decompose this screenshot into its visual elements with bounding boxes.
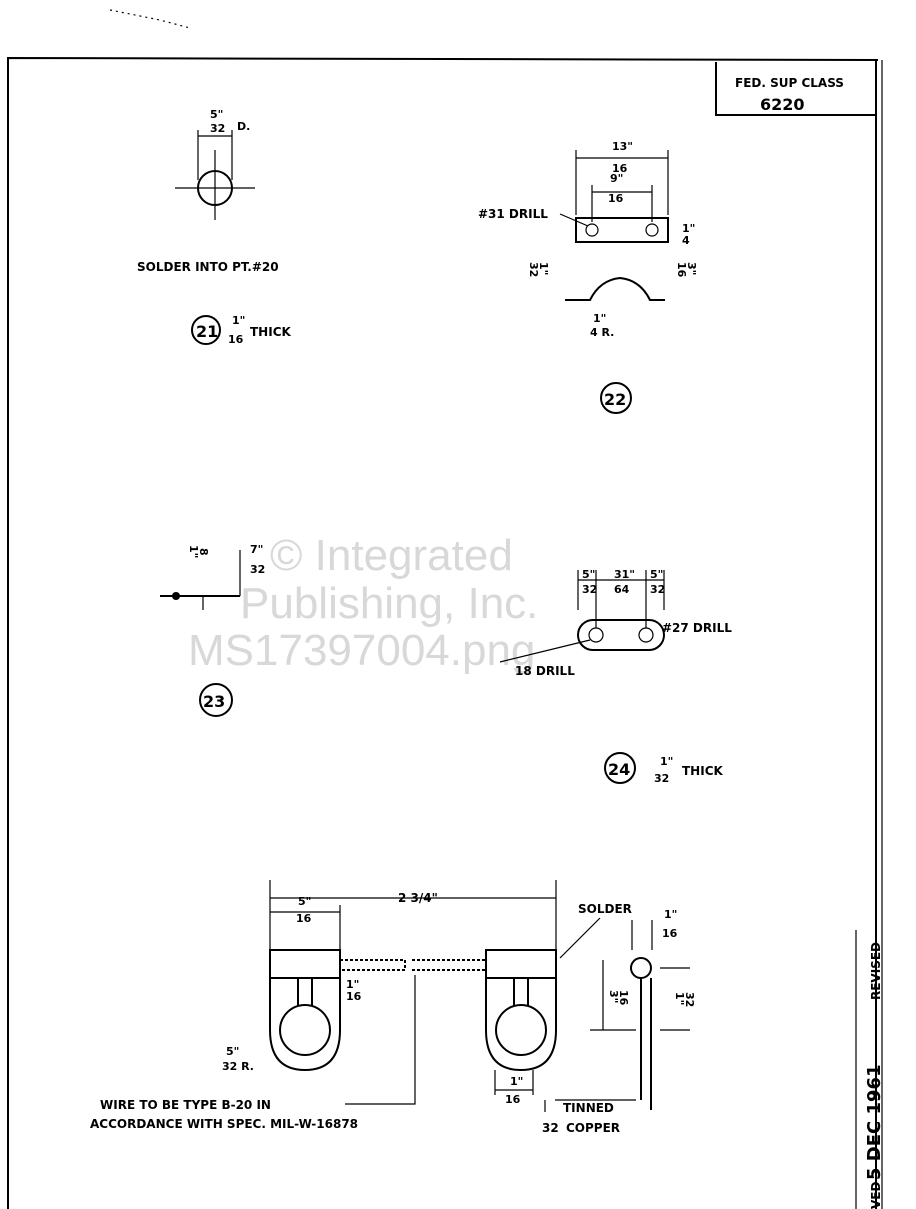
dim-den: 16 [617,990,630,1006]
revision-date: 5 DEC 1961 [864,1064,885,1180]
dim-den: 32 [683,992,696,1007]
dim-num: 7" [250,543,263,556]
drill-note-18: 18 DRILL [515,664,575,678]
drill-note-27: #27 DRILL [662,621,732,635]
dim-num: 31" [614,568,635,581]
dim-den: 32 [582,583,597,596]
watermark: © Integrated Publishing, Inc. MS17397004… [188,531,538,675]
dim-den: 4 [682,234,690,247]
dim-num: 1" [593,312,606,325]
dim-den: 8 [197,548,210,556]
copper-label: COPPER [566,1121,620,1135]
dim-num: 1" [232,314,245,327]
part-number-21: 21 [196,322,218,341]
watermark-line3: MS17397004.png [188,626,535,675]
dim-den: 16 [296,912,312,925]
dim-den: 64 [614,583,630,596]
dim-den: 32 [650,583,665,596]
tinned-label: TINNED [563,1101,614,1115]
dim-num: 1" [346,978,359,991]
dim-den: 32 [527,262,540,277]
dim-num: 5" [298,895,311,908]
dim-den: 32 R. [222,1060,254,1073]
dim-num: 13" [612,140,633,153]
dim-den: 16 [675,262,688,278]
dim-num: 1" [660,755,673,768]
revision-partial: VED [869,1182,883,1209]
drill-note: #31 DRILL [478,207,548,221]
dim-num: 1" [537,262,550,275]
dim-num: 3" [607,990,620,1003]
wire-note-line1: WIRE TO BE TYPE B-20 IN [100,1098,271,1112]
title-block: FED. SUP CLASS 6220 [715,62,876,116]
dim-den: 32 [542,1121,559,1135]
part-24: 5" 32 31" 64 5" 32 #27 DRILL 18 DRILL 24… [499,568,732,785]
dim-den: 32 [654,772,669,785]
part-23: 1" 8 7" 32 23 [160,543,265,717]
dim-num: 1" [187,545,200,558]
revision-label: REVISED [869,942,883,1000]
dim-num: 5" [650,568,663,581]
dim-den: 16 [505,1093,521,1106]
revision-stamp: REVISED 5 DEC 1961 VED [864,942,885,1209]
sheet-border [7,9,883,1209]
dim-den: 16 [612,162,628,175]
dim-num: 1" [510,1075,523,1088]
part-number-24: 24 [608,760,630,779]
dim-den: 16 [662,927,678,940]
part-number-23: 23 [203,692,225,711]
dim-num: 1" [673,992,686,1005]
thick-label: THICK [250,325,292,339]
overall-length: 2 3/4" [398,891,438,905]
dim-num: 3" [685,262,698,275]
solder-label: SOLDER [578,902,632,916]
dim-num: 5" [226,1045,239,1058]
fed-sup-class-label: FED. SUP CLASS [735,76,844,90]
dim-den: 32 [250,563,265,576]
part-21: 5" 32 D. SOLDER INTO PT.#20 21 1" 16 THI… [137,108,292,346]
dim-den: 16 [228,333,244,346]
watermark-line2: Publishing, Inc. [240,579,538,628]
dim-num: 1" [664,908,677,921]
dim-den: 16 [608,192,624,205]
dim-den: 32 [210,122,225,135]
fed-sup-class-value: 6220 [760,95,805,114]
dim-num: 1" [682,222,695,235]
terminal-assembly: 2 3/4" 5" 16 1" 16 SOLDER 5" 32 R. 1" 16… [90,880,696,1135]
dim-num: 5" [210,108,223,121]
wire-note-line2: ACCORDANCE WITH SPEC. MIL-W-16878 [90,1117,358,1131]
part21-note: SOLDER INTO PT.#20 [137,260,279,274]
watermark-line1: © Integrated [270,531,513,580]
part-22: 13" 16 9" 16 #31 DRILL 1" 4 1" 32 3" 16 … [478,140,698,414]
dim-num: 5" [582,568,595,581]
dim-suffix: D. [237,120,250,133]
dim-den: 4 R. [590,326,614,339]
part-number-22: 22 [604,390,626,409]
dim-num: 9" [610,172,623,185]
dim-den: 16 [346,990,362,1003]
thick-label: THICK [682,764,724,778]
